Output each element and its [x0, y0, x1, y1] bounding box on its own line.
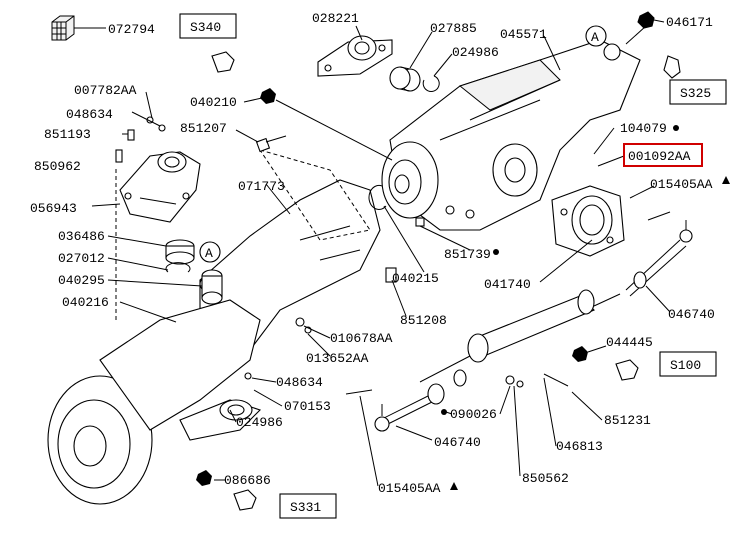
part-027885-drawing [389, 66, 440, 92]
ref-s340-text: S340 [190, 20, 221, 35]
label-013652aa[interactable]: 013652AA [306, 351, 369, 366]
label-015405aa-bottom[interactable]: 015405AA [378, 481, 441, 496]
part-028221-drawing [317, 35, 393, 77]
label-090026[interactable]: 090026 [450, 407, 497, 422]
hex-nut-icons [196, 88, 588, 486]
label-036486[interactable]: 036486 [58, 229, 105, 244]
label-044445[interactable]: 044445 [606, 335, 653, 350]
part-labels: 072794 028221 027885 024986 045571 04617… [30, 11, 715, 496]
label-851193[interactable]: 851193 [44, 127, 91, 142]
part-center-small-drawing [244, 211, 671, 395]
ref-s325-text: S325 [680, 86, 711, 101]
label-024986-bottom[interactable]: 024986 [236, 415, 283, 430]
label-045571[interactable]: 045571 [500, 27, 547, 42]
label-040295[interactable]: 040295 [58, 273, 105, 288]
label-056943[interactable]: 056943 [30, 201, 77, 216]
label-104079[interactable]: 104079 [620, 121, 667, 136]
part-046740-left-drawing [374, 383, 445, 432]
callout-a-mid-text: A [205, 246, 213, 261]
callout-a-mid: A [199, 241, 221, 263]
leader-lines [74, 19, 671, 487]
part-040216-drawing [47, 299, 262, 505]
label-070153[interactable]: 070153 [284, 399, 331, 414]
part-044445-drawing [419, 289, 621, 387]
ref-box-s331[interactable]: S331 [279, 493, 337, 519]
label-027012[interactable]: 027012 [58, 251, 105, 266]
label-046740-left[interactable]: 046740 [434, 435, 481, 450]
label-027885[interactable]: 027885 [430, 21, 477, 36]
label-072794[interactable]: 072794 [108, 22, 155, 37]
label-041740[interactable]: 041740 [484, 277, 531, 292]
label-851739[interactable]: 851739 [444, 247, 491, 262]
label-010678aa[interactable]: 010678AA [330, 331, 393, 346]
part-040215-drawing [368, 184, 387, 210]
label-046740-right[interactable]: 046740 [668, 307, 715, 322]
part-056943-drawing [119, 151, 201, 223]
part-041740-drawing [551, 185, 625, 257]
dot-markers [441, 125, 730, 490]
label-040215[interactable]: 040215 [392, 271, 439, 286]
label-024986-top[interactable]: 024986 [452, 45, 499, 60]
label-040216[interactable]: 040216 [62, 295, 109, 310]
label-028221[interactable]: 028221 [312, 11, 359, 26]
ref-box-s325[interactable]: S325 [669, 79, 727, 105]
callout-a-top-text: A [591, 30, 599, 45]
label-040210[interactable]: 040210 [190, 95, 237, 110]
ref-s331-text: S331 [290, 500, 321, 515]
part-036486-drawing [165, 239, 195, 273]
label-001092aa[interactable]: 001092AA [628, 149, 691, 164]
label-046171[interactable]: 046171 [666, 15, 713, 30]
ref-box-s340[interactable]: S340 [179, 13, 237, 39]
part-072794-drawing [51, 15, 75, 41]
ref-s100-text: S100 [670, 358, 701, 373]
label-850962[interactable]: 850962 [34, 159, 81, 174]
label-850562[interactable]: 850562 [522, 471, 569, 486]
highlighted-part-box [623, 143, 703, 167]
label-851207[interactable]: 851207 [180, 121, 227, 136]
callout-a-top: A [585, 25, 607, 47]
label-086686[interactable]: 086686 [224, 473, 271, 488]
label-007782aa[interactable]: 007782AA [74, 83, 137, 98]
part-045571-drawing [381, 39, 641, 231]
part-851207-drawing [255, 135, 287, 153]
ref-box-s100[interactable]: S100 [659, 351, 717, 377]
part-040295-drawing [201, 269, 223, 305]
label-851231[interactable]: 851231 [604, 413, 651, 428]
part-046740-right-drawing [625, 220, 693, 297]
label-015405aa-right[interactable]: 015405AA [650, 177, 713, 192]
label-048634-bottom[interactable]: 048634 [276, 375, 323, 390]
label-851208[interactable]: 851208 [400, 313, 447, 328]
hand-pointer-icons [211, 51, 681, 511]
label-046813[interactable]: 046813 [556, 439, 603, 454]
label-071773[interactable]: 071773 [238, 179, 285, 194]
part-046171-drawing [625, 11, 655, 45]
label-048634-top[interactable]: 048634 [66, 107, 113, 122]
